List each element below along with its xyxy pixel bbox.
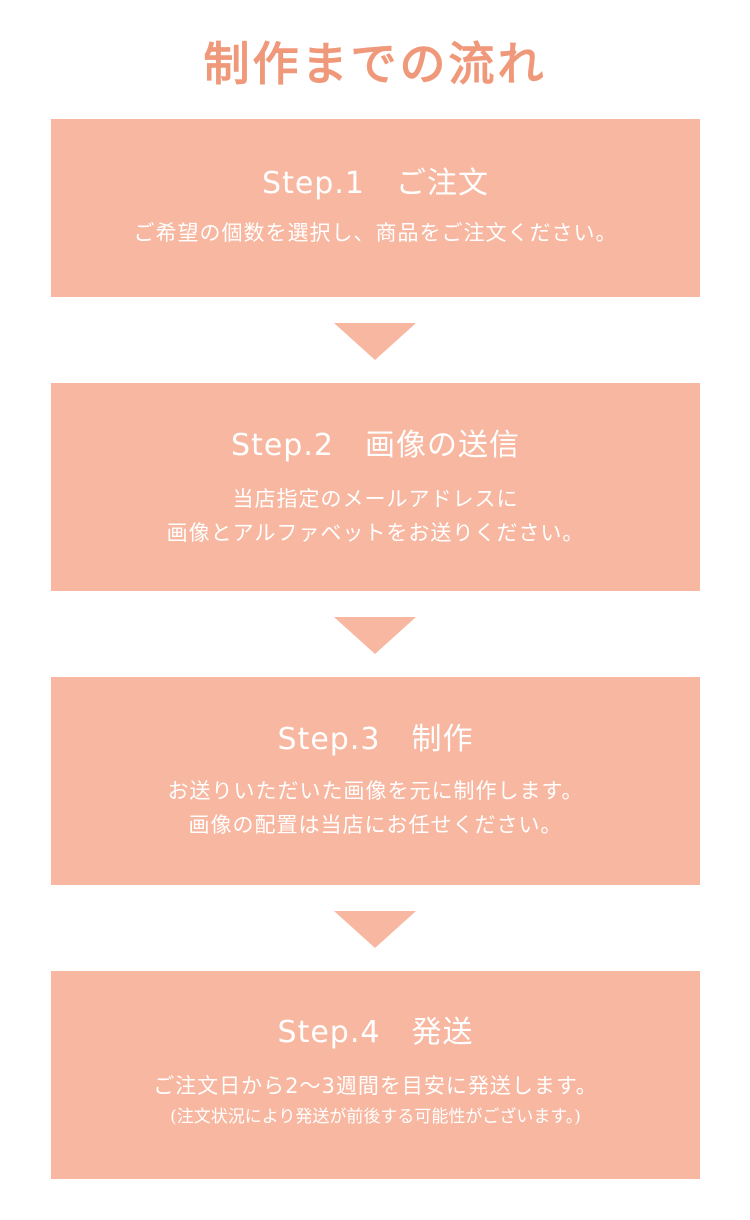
down-arrow-icon [334, 911, 416, 948]
step-4-line-1: ご注文日から2〜3週間を目安に発送します。 [153, 1074, 598, 1098]
step-4-note: (注文状況により発送が前後する可能性がございます。) [170, 1107, 581, 1127]
step-3-description: お送りいただいた画像を元に制作します。 画像の配置は当店にお任せください。 [51, 774, 700, 842]
step-2-heading: Step.2 画像の送信 [231, 428, 520, 463]
step-2-box: Step.2 画像の送信 当店指定のメールアドレスに 画像とアルファベットをお送… [51, 383, 700, 591]
step-3-line-2: 画像の配置は当店にお任せください。 [188, 813, 563, 837]
step-2-description: 当店指定のメールアドレスに 画像とアルファベットをお送りください。 [51, 482, 700, 550]
step-1-box: Step.1 ご注文 ご希望の個数を選択し、商品をご注文ください。 [51, 119, 700, 297]
step-2-line-1: 当店指定のメールアドレスに [232, 487, 519, 511]
step-2-line-2: 画像とアルファベットをお送りください。 [166, 521, 585, 545]
step-3-box: Step.3 制作 お送りいただいた画像を元に制作します。 画像の配置は当店にお… [51, 677, 700, 885]
step-3-heading: Step.3 制作 [277, 722, 474, 757]
step-4-description: ご注文日から2〜3週間を目安に発送します。 (注文状況により発送が前後する可能性… [51, 1069, 700, 1131]
step-4-heading: Step.4 発送 [277, 1015, 474, 1050]
step-1-heading: Step.1 ご注文 [262, 166, 489, 201]
step-1-description: ご希望の個数を選択し、商品をご注文ください。 [51, 216, 700, 250]
step-3-line-1: お送りいただいた画像を元に制作します。 [167, 779, 584, 803]
step-1-line-1: ご希望の個数を選択し、商品をご注文ください。 [133, 221, 618, 245]
step-4-box: Step.4 発送 ご注文日から2〜3週間を目安に発送します。 (注文状況により… [51, 971, 700, 1179]
page-title: 制作までの流れ [203, 37, 547, 91]
down-arrow-icon [334, 323, 416, 360]
down-arrow-icon [334, 617, 416, 654]
